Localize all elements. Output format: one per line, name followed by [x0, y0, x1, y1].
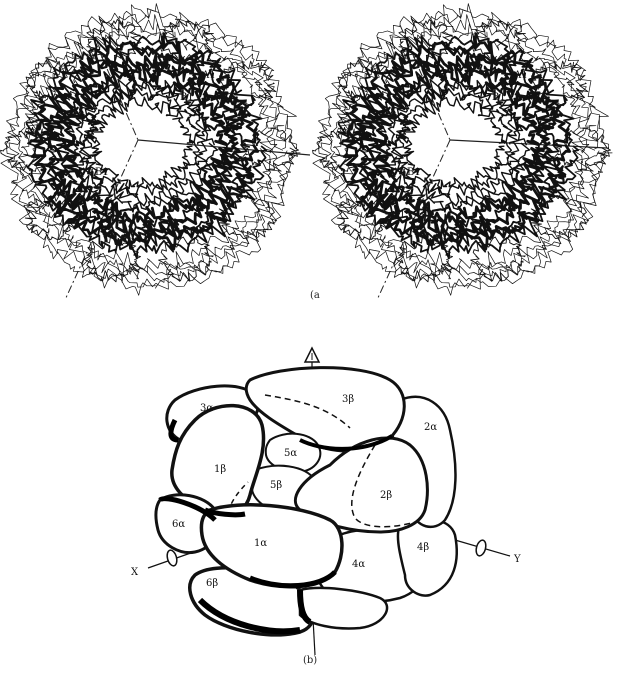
subunit-label-1beta: 1β [214, 464, 226, 475]
residue-label: A1 [79, 210, 94, 221]
panel-a-label: (a [310, 290, 320, 301]
subunit-schematic: X Y 3α 3β 2α 5α 1β 5β [131, 348, 521, 655]
subunit-label-5alpha: 5α [284, 448, 297, 459]
stereo-view-right: B1 A1 B1 A1 [313, 4, 613, 300]
subunit-label-6beta: 6β [206, 578, 218, 589]
subunit-label-1alpha: 1α [254, 538, 267, 549]
residue-label: B1 [407, 167, 421, 178]
subunit-label-4beta: 4β [417, 542, 429, 553]
x-axis-label: X [131, 567, 139, 578]
stereo-view-left: B1 A1 B1 A1 [1, 4, 310, 300]
subunit-4beta-shape [398, 519, 457, 595]
residue-label: B1 [95, 167, 109, 178]
subunit-label-6alpha: 6α [172, 519, 185, 530]
subunit-label-4alpha: 4α [352, 559, 365, 570]
panel-b-label: (b) [303, 655, 317, 666]
twofold-axis-symbol-y [475, 539, 488, 557]
subunit-label-5beta: 5β [270, 480, 282, 491]
protein-shell [313, 4, 613, 296]
residue-label: B1 [180, 92, 194, 103]
y-axis-label: Y [513, 554, 521, 565]
twofold-axis-symbol-x [166, 549, 179, 567]
residue-label: A1 [201, 70, 216, 81]
residue-label: B1 [492, 92, 506, 103]
residue-label: A1 [391, 210, 406, 221]
subunit-label-3beta: 3β [342, 394, 354, 405]
subunit-label-2alpha: 2α [424, 422, 437, 433]
subunit-label-3alpha: 3α [200, 403, 213, 414]
residue-label: A1 [513, 70, 528, 81]
subunit-label-2beta: 2β [380, 490, 392, 501]
protein-shell [1, 4, 301, 296]
